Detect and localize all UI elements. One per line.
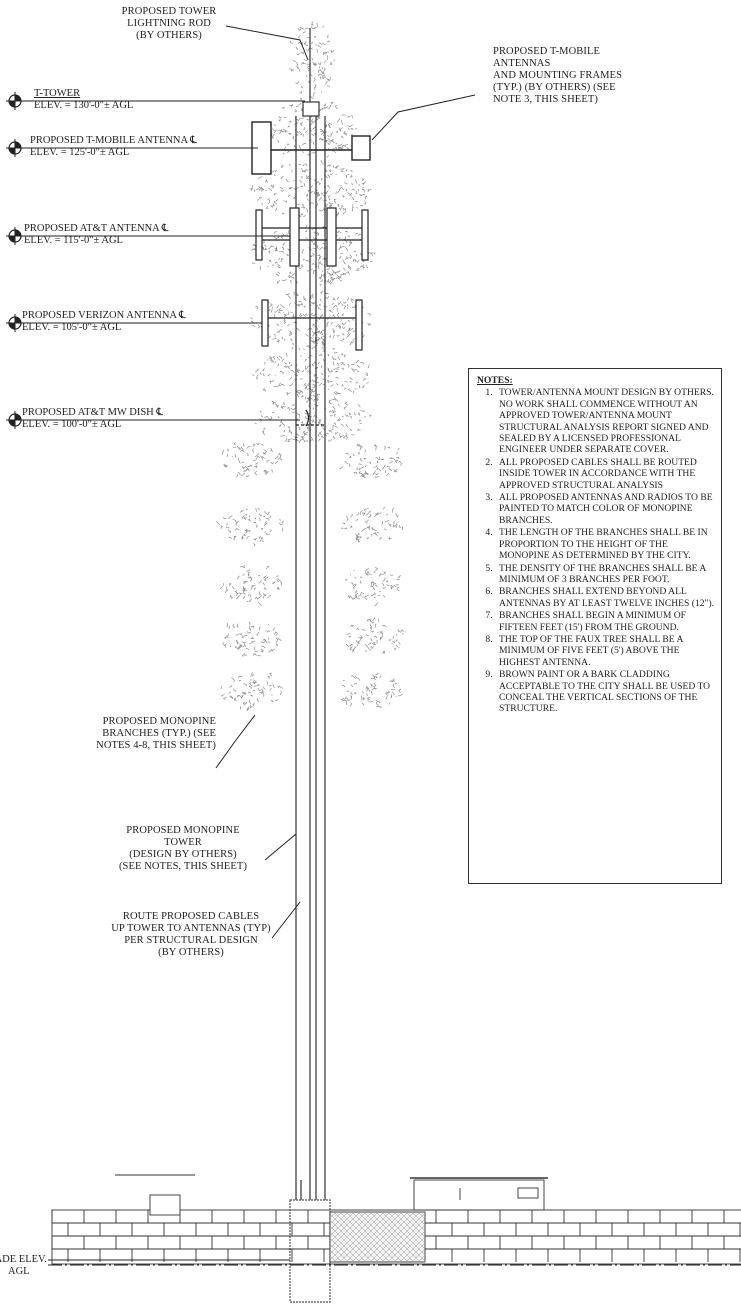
notes-box: NOTES: TOWER/ANTENNA MOUNT DESIGN BY OTH… (468, 368, 722, 884)
note-item: TOWER/ANTENNA MOUNT DESIGN BY OTHERS. NO… (495, 387, 715, 455)
note-item: THE LENGTH OF THE BRANCHES SHALL BE IN P… (495, 527, 715, 561)
note-item: BRANCHES SHALL EXTEND BEYOND ALL ANTENNA… (495, 586, 715, 609)
elevation-target-icon (6, 314, 24, 332)
elevation-att-mw-dish: PROPOSED AT&T MW DISH ℄ ELEV. = 100'-0"±… (22, 407, 164, 430)
elevation-t-tower: T-TOWER ELEV. = 130'-0"± AGL (34, 88, 134, 111)
note-item: THE TOP OF THE FAUX TREE SHALL BE A MINI… (495, 634, 715, 668)
verizon-antennas (261, 299, 363, 351)
att-antennas (255, 207, 369, 267)
tmobile-antennas (251, 121, 371, 175)
elevation-verizon-antenna: PROPOSED VERIZON ANTENNA ℄ ELEV. = 105'-… (22, 310, 186, 333)
note-item: BRANCHES SHALL BEGIN A MINIMUM OF FIFTEE… (495, 610, 715, 633)
lightning-rod-label: PROPOSED TOWER LIGHTNING ROD (BY OTHERS) (121, 6, 217, 41)
elevation-tmobile-antenna: PROPOSED T-MOBILE ANTENNA ℄ ELEV. = 125'… (30, 135, 197, 158)
monopine-branches-label: PROPOSED MONOPINE BRANCHES (TYP.) (SEE N… (96, 716, 216, 751)
elevation-target-icon (6, 227, 24, 245)
elevation-target-icon (6, 92, 24, 110)
note-item: BROWN PAINT OR A BARK CLADDING ACCEPTABL… (495, 669, 715, 715)
leader-lines (215, 25, 476, 939)
monopine-pole (289, 101, 331, 1303)
note-item: ALL PROPOSED ANTENNAS AND RADIOS TO BE P… (495, 492, 715, 526)
monopine-tower-label: PROPOSED MONOPINE TOWER (DESIGN BY OTHER… (118, 825, 248, 872)
elevation-grade: GRADE ELEV. AGL (0, 1254, 47, 1277)
tmobile-antennas-label: PROPOSED T-MOBILE ANTENNAS AND MOUNTING … (493, 46, 623, 105)
elevation-markers (6, 92, 24, 429)
elevation-lines (24, 100, 305, 1261)
note-item: ALL PROPOSED CABLES SHALL BE ROUTED INSI… (495, 457, 715, 491)
notes-heading: NOTES: (477, 375, 513, 386)
compound-wall (51, 1174, 741, 1265)
monopine-branches (215, 21, 405, 711)
route-cables-label: ROUTE PROPOSED CABLES UP TOWER TO ANTENN… (111, 911, 271, 958)
note-item: THE DENSITY OF THE BRANCHES SHALL BE A M… (495, 563, 715, 586)
elevation-target-icon (6, 411, 24, 429)
elevation-target-icon (6, 139, 24, 157)
mw-dish (296, 409, 326, 427)
elevation-att-antenna: PROPOSED AT&T ANTENNA ℄ ELEV. = 115'-0"±… (24, 223, 169, 246)
notes-list: TOWER/ANTENNA MOUNT DESIGN BY OTHERS. NO… (477, 387, 715, 714)
